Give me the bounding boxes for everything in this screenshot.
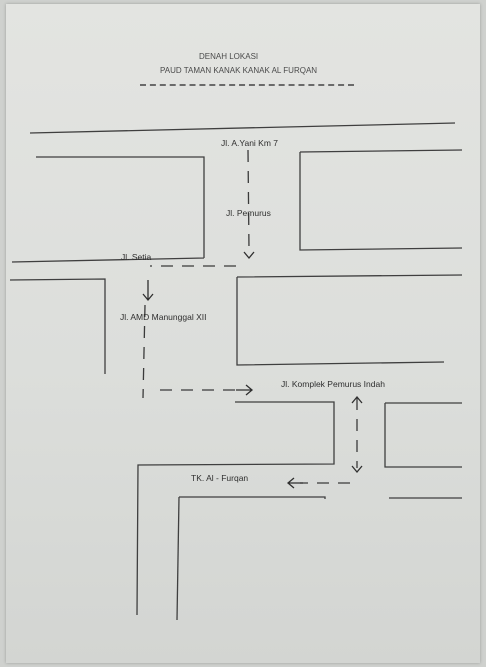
title-underline [140,84,354,86]
arrow-up-icon [351,395,363,404]
label-destination: TK. Al - Furqan [191,473,249,483]
block-right-upper [299,149,463,251]
title-line-1: DENAH LOKASI [199,52,259,61]
route-segment-amd [142,304,146,399]
label-jl-komplek-pemurus-indah: Jl. Komplek Pemurus Indah [281,379,385,389]
arrow-down-icon [351,465,363,474]
block-right-lower [384,402,462,468]
arrow-left-icon [286,477,303,489]
block-komplek-left [136,401,335,616]
road-destination-top [179,496,326,499]
label-jl-setia: Jl. Setia [121,252,152,262]
arrow-down-icon [142,280,154,302]
arrow-down-icon [243,251,255,260]
block-left-middle [9,278,106,374]
label-jl-amd-manunggal: Jl. AMD Manunggal XII [120,312,207,322]
label-jl-pemurus: Jl. Pemurus [226,208,271,218]
road-destination-left [176,496,180,621]
map-sheet [6,4,480,663]
route-segment-a-yani [247,149,250,251]
label-jl-a-yani: Jl. A.Yani Km 7 [221,138,279,148]
road-a-yani-top-edge [29,122,456,134]
block-center [236,274,463,366]
arrow-right-icon [236,384,254,396]
block-left-upper [11,156,205,263]
title-line-2: PAUD TAMAN KANAK KANAK AL FURQAN [160,66,318,75]
